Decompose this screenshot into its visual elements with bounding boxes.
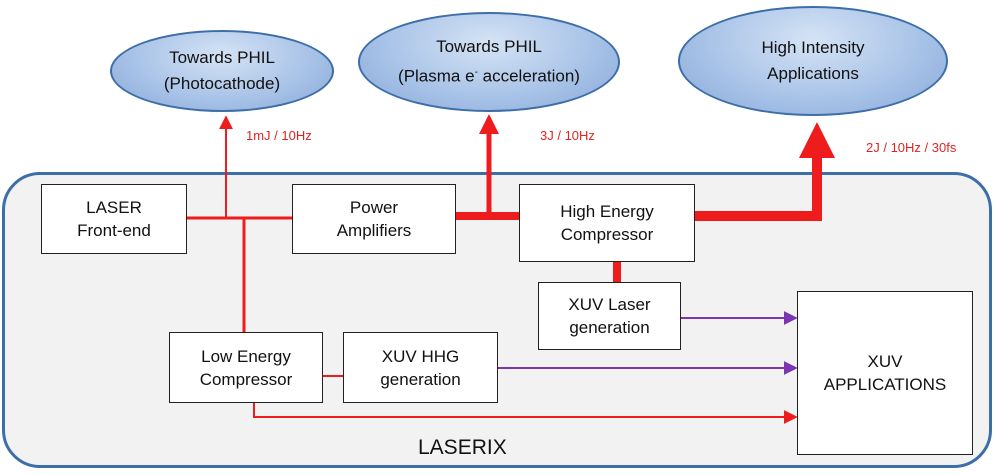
block-xuv-hhg-generation-label: XUV HHG generation xyxy=(380,346,461,389)
block-high-energy-compressor-label: High Energy Compressor xyxy=(560,202,654,244)
block-low-energy-compressor: Low Energy Compressor xyxy=(169,332,323,403)
label-plasma-output: 3J / 10Hz xyxy=(540,128,595,143)
block-xuv-applications: XUV APPLICATIONS xyxy=(797,291,973,455)
ellipse-phil-photocathode: Towards PHIL (Photocathode) xyxy=(110,30,334,112)
ellipse-high-intensity: High Intensity Applications xyxy=(678,6,948,116)
arrow-high-intensity xyxy=(799,122,835,158)
ellipse-phil-plasma-line1: Towards PHIL xyxy=(436,37,542,57)
block-xuv-hhg-generation: XUV HHG generation xyxy=(343,332,498,403)
block-xuv-applications-label: XUV APPLICATIONS xyxy=(823,352,947,394)
ellipse-phil-photocathode-label: Towards PHIL (Photocathode) xyxy=(163,48,281,93)
beam-to-high-intensity xyxy=(695,150,822,221)
ellipse-high-intensity-label: High Intensity Applications xyxy=(761,38,865,83)
block-xuv-laser-generation: XUV Laser generation xyxy=(538,282,681,350)
label-high-intensity-output: 2J / 10Hz / 30fs xyxy=(866,140,957,155)
beam-low-energy-to-xuv-apps xyxy=(253,403,798,424)
block-laser-front-end: LASER Front-end xyxy=(41,184,187,254)
block-power-amplifiers: Power Amplifiers xyxy=(292,184,456,254)
ellipse-phil-plasma-sup: - xyxy=(474,67,478,79)
block-power-amplifiers-label: Power Amplifiers xyxy=(336,198,412,240)
ellipse-phil-plasma-line2-pre: (Plasma e xyxy=(398,66,475,86)
ellipse-phil-plasma-line2-post: acceleration) xyxy=(477,66,580,86)
block-xuv-laser-generation-label: XUV Laser generation xyxy=(568,295,651,337)
label-photocathode-output: 1mJ / 10Hz xyxy=(246,128,312,143)
block-laser-front-end-label: LASER Front-end xyxy=(77,198,151,240)
arrow-plasma xyxy=(479,114,499,134)
container-title: LASERIX xyxy=(418,436,507,459)
ellipse-phil-plasma: Towards PHIL (Plasma e- acceleration) xyxy=(358,12,620,112)
ellipse-phil-plasma-label: Towards PHIL (Plasma e- acceleration) xyxy=(398,34,580,90)
block-high-energy-compressor: High Energy Compressor xyxy=(519,184,695,262)
block-low-energy-compressor-label: Low Energy Compressor xyxy=(199,346,293,389)
